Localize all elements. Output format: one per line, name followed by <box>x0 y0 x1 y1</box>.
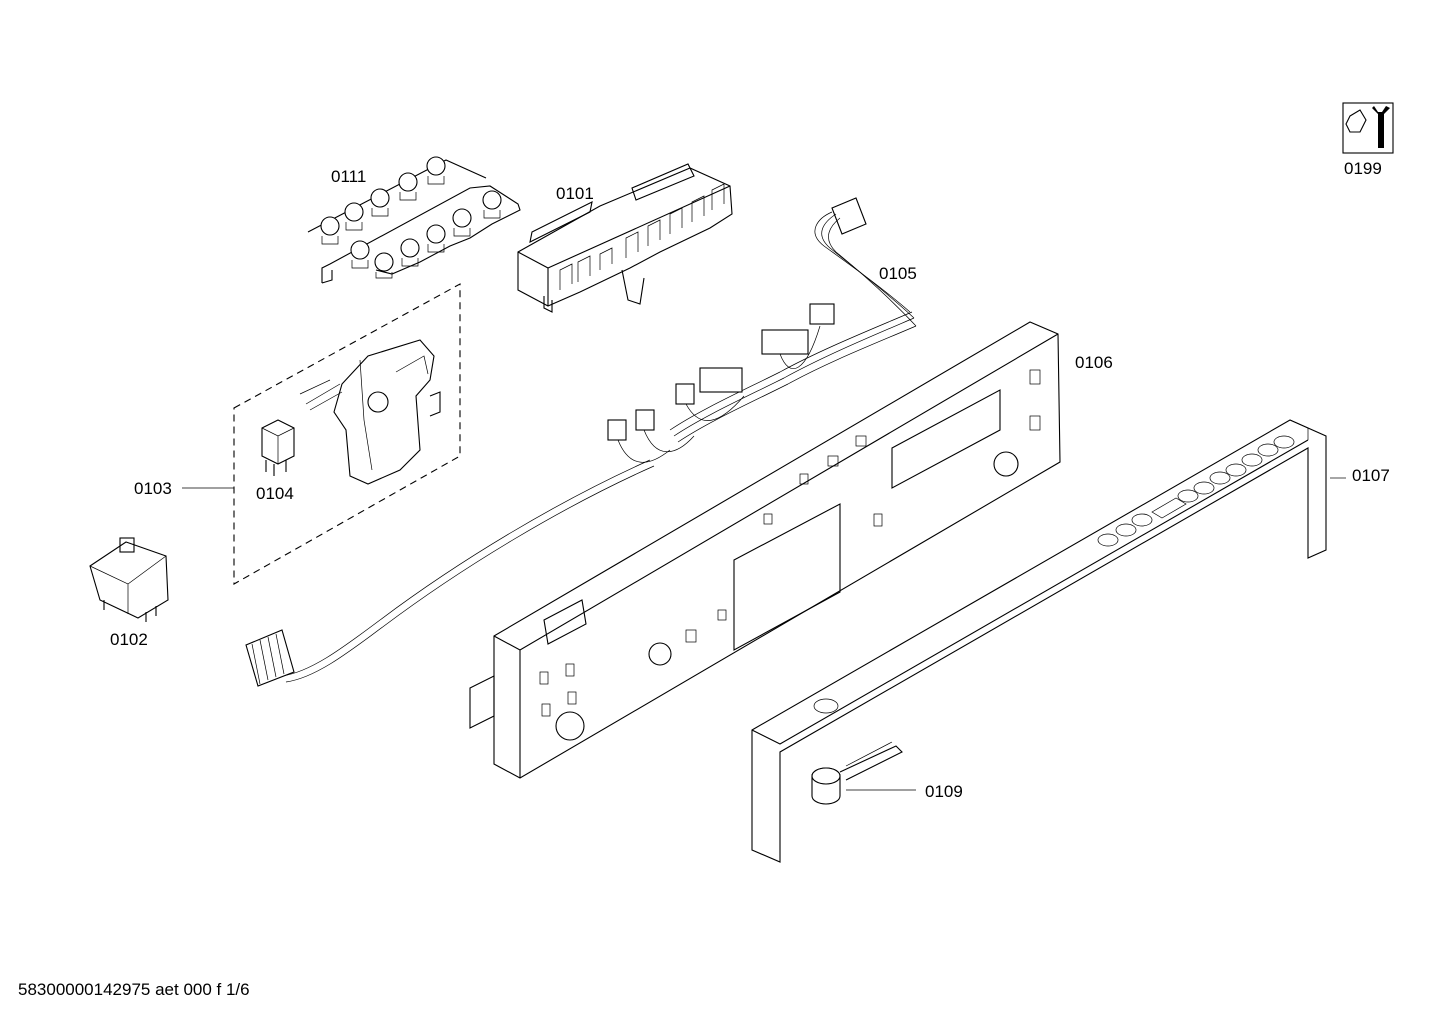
switch-part <box>89 537 169 622</box>
label-0105: 0105 <box>879 264 917 283</box>
wiring-harness-part <box>245 197 917 687</box>
panel-trim-part <box>751 419 1327 863</box>
label-0107: 0107 <box>1352 466 1390 485</box>
light-guide-part <box>811 741 903 805</box>
label-0101: 0101 <box>556 184 594 203</box>
label-0103: 0103 <box>134 479 172 498</box>
control-panel-frame-part <box>469 321 1061 779</box>
label-0109: 0109 <box>925 782 963 801</box>
wrench-nut-icon <box>1342 102 1394 154</box>
label-0102: 0102 <box>110 630 148 649</box>
document-reference: 58300000142975 aet 000 f 1/6 <box>18 980 250 999</box>
dashed-group-outline <box>233 283 461 585</box>
suppressor-part-0104 <box>261 419 295 476</box>
label-0106: 0106 <box>1075 353 1113 372</box>
knob-sprue-part <box>307 156 521 284</box>
label-0104: 0104 <box>256 484 294 503</box>
label-0111: 0111 <box>331 167 366 186</box>
label-0199: 0199 <box>1344 159 1382 178</box>
door-lock-part <box>299 339 441 485</box>
selector-module-part <box>517 163 733 313</box>
